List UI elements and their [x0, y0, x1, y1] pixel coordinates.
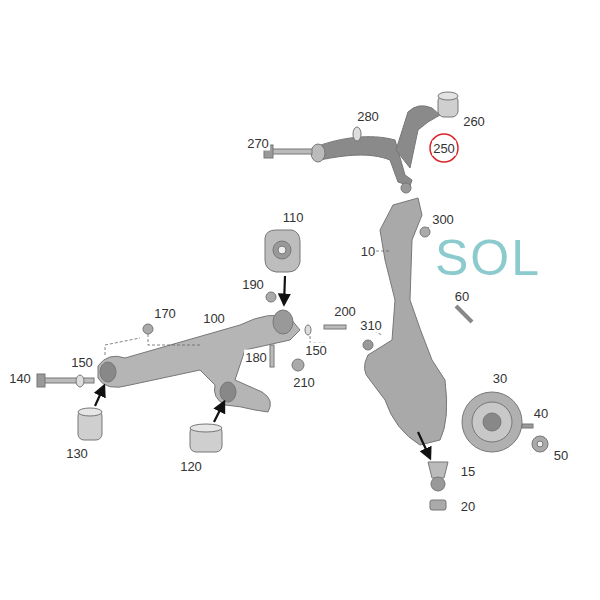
- callout-number: 190: [241, 277, 265, 292]
- callout-number: 180: [244, 350, 268, 365]
- callout-number: 260: [462, 114, 486, 129]
- callout-number: 210: [292, 375, 316, 390]
- callout-number: 120: [179, 459, 203, 474]
- callout-number: 150: [304, 343, 328, 358]
- callout-number: 150: [70, 355, 94, 370]
- callout-number: 140: [8, 371, 32, 386]
- callout-number: 20: [460, 499, 476, 514]
- callout-number: 310: [359, 318, 383, 333]
- callout-number: 40: [533, 406, 549, 421]
- callout-number: 130: [65, 446, 89, 461]
- callout-number: 300: [431, 212, 455, 227]
- callout-number: 100: [202, 311, 226, 326]
- callout-number: 110: [282, 210, 305, 225]
- callout-number: 170: [153, 306, 177, 321]
- callout-number: 50: [553, 448, 569, 463]
- callout-number: 250: [432, 141, 456, 156]
- watermark: SOL: [434, 232, 542, 284]
- callout-number: 30: [492, 371, 508, 386]
- callout-number: 10: [360, 244, 376, 259]
- callout-number: 60: [454, 289, 470, 304]
- callout-number: 200: [333, 304, 357, 319]
- highlight-circle: [430, 134, 458, 162]
- callout-number: 280: [356, 109, 380, 124]
- callout-number: 270: [246, 136, 270, 151]
- callout-number: 15: [460, 464, 476, 479]
